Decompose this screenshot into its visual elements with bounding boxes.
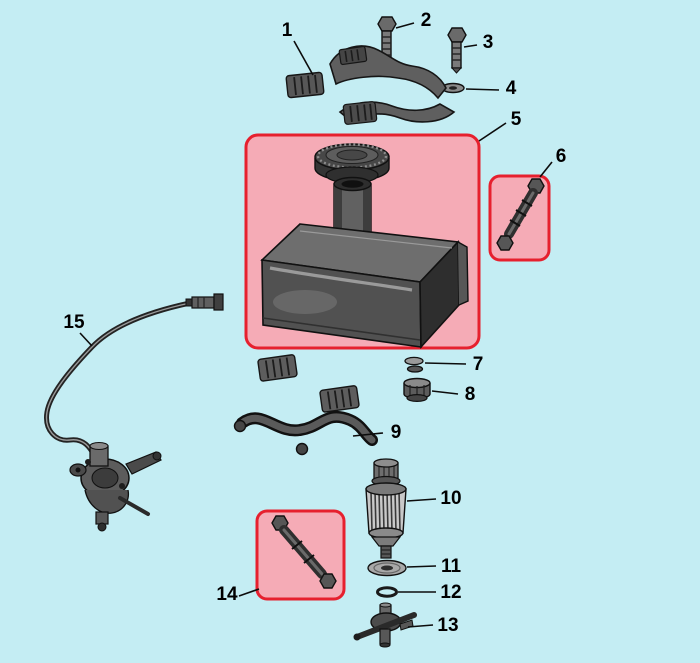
callout-label-5: 5: [511, 109, 522, 130]
callout-label-7: 7: [473, 354, 484, 375]
leader-line-7: [424, 362, 467, 365]
callout-label-2: 2: [421, 10, 432, 31]
fuel-pump: [69, 441, 162, 532]
leader-line-14: [238, 588, 260, 597]
bracket-pad: [342, 101, 378, 125]
line-fitting: [185, 293, 224, 311]
callout-label-8: 8: [465, 384, 476, 405]
part-8-bushing: [403, 377, 431, 403]
part-13-fuel-valve: [353, 602, 417, 648]
callout-label-9: 9: [391, 422, 402, 443]
leader-line-6: [539, 161, 553, 178]
part-12-o-ring: [376, 586, 398, 598]
callout-label-12: 12: [440, 582, 461, 603]
bracket-upper: [329, 45, 447, 100]
leader-lines: [79, 22, 553, 628]
bracket-lower: [338, 101, 456, 125]
callout-label-10: 10: [440, 488, 461, 509]
callout-label-4: 4: [506, 78, 517, 99]
part-3-bolt: [447, 27, 467, 74]
part-1-mounting-pad: [285, 71, 325, 99]
leader-line-8: [431, 390, 459, 395]
part-11-gasket: [367, 559, 407, 577]
callout-label-6: 6: [556, 146, 567, 167]
part-6-hose: [496, 178, 545, 251]
callout-label-11: 11: [441, 556, 462, 577]
callout-labels: 1 2 3 4 5 6 7 8 9 10 11 12 13 14 15: [63, 10, 566, 636]
callout-label-3: 3: [483, 32, 494, 53]
part-7-grommets: [404, 356, 424, 373]
leader-line-4: [465, 88, 500, 91]
leader-line-5: [478, 122, 507, 142]
leader-line-15: [79, 332, 93, 347]
leader-line-11: [406, 565, 437, 568]
leader-line-13: [407, 624, 434, 628]
callout-label-14: 14: [216, 584, 238, 605]
callout-label-15: 15: [63, 312, 85, 333]
leader-line-1: [293, 40, 314, 76]
callout-label-13: 13: [437, 615, 458, 636]
part-10-fuel-filter: [365, 458, 407, 559]
callout-label-1: 1: [282, 20, 293, 41]
filler-cap: [314, 143, 390, 184]
leader-line-9: [352, 432, 384, 437]
tank-body: [260, 223, 469, 350]
leader-line-2: [395, 22, 415, 29]
part-14-hose: [271, 515, 337, 589]
part-5-fuel-tank: [260, 143, 469, 350]
leader-line-3: [463, 44, 478, 48]
part-15-fuel-line: [44, 293, 224, 459]
leader-line-10: [406, 498, 437, 502]
part-9-strap-assembly: [233, 354, 378, 456]
